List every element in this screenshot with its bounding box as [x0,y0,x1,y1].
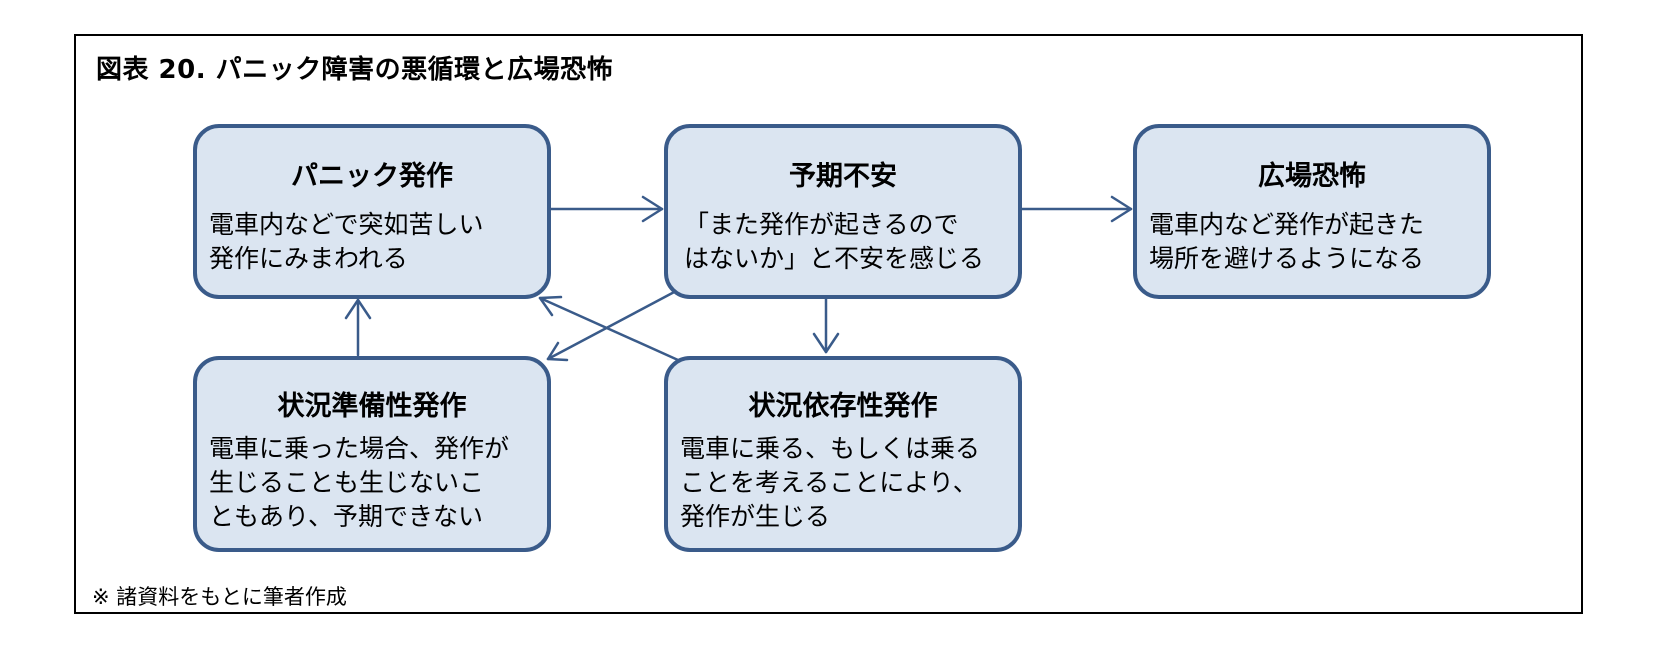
box-description: 電車内など発作が起きた 場所を避けるようになる [1149,208,1424,276]
box-text-line: 場所を避けるようになる [1149,244,1425,273]
box-description: 電車に乗った場合、発作が 生じることも生じないこ ともあり、予期できない [209,432,509,534]
box-panic-attack: パニック発作 電車内などで突如苦しい 発作にみまわれる [193,124,551,299]
box-text-line: 発作が生じる [680,502,831,531]
box-text-line: はないか」と不安を感じる [684,244,985,273]
box-agoraphobia: 広場恐怖 電車内など発作が起きた 場所を避けるようになる [1133,124,1491,299]
box-text-line: ことを考えることにより、 [680,468,978,497]
box-description: 電車に乗る、もしくは乗る ことを考えることにより、 発作が生じる [680,432,980,534]
box-description: 「また発作が起きるので はないか」と不安を感じる [684,208,984,276]
figure-title: 図表 20. パニック障害の悪循環と広場恐怖 [96,55,614,85]
box-text-line: 「また発作が起きるので [684,210,959,239]
box-text-line: 電車に乗った場合、発作が [209,434,510,463]
source-footnote: ※ 諸資料をもとに筆者作成 [92,585,347,609]
box-title: 状況依存性発作 [748,391,938,422]
box-text-line: ともあり、予期できない [209,502,484,531]
box-description: 電車内などで突如苦しい 発作にみまわれる [209,208,484,276]
box-text-line: 電車内などで突如苦しい [209,210,484,239]
box-anticipatory-anxiety: 予期不安 「また発作が起きるので はないか」と不安を感じる [664,124,1022,299]
box-text-line: 発作にみまわれる [209,244,408,273]
box-title: 広場恐怖 [1258,161,1366,192]
box-situationally-bound: 状況依存性発作 電車に乗る、もしくは乗る ことを考えることにより、 発作が生じる [664,356,1022,552]
box-text-line: 生じることも生じないこ [209,468,485,497]
figure-frame [74,34,1583,614]
box-situationally-predisposed: 状況準備性発作 電車に乗った場合、発作が 生じることも生じないこ ともあり、予期… [193,356,551,552]
box-text-line: 電車に乗る、もしくは乗る [680,434,981,463]
box-text-line: 電車内など発作が起きた [1149,210,1425,239]
box-title: パニック発作 [291,161,453,192]
box-title: 状況準備性発作 [277,391,467,422]
box-title: 予期不安 [789,161,897,192]
